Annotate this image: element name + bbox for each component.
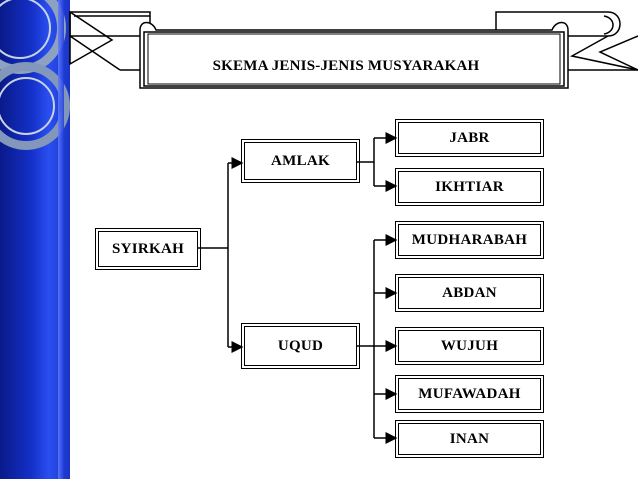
node-leaf-ikhtiar: IKHTIAR xyxy=(395,168,544,206)
node-leaf-mudharabah: MUDHARABAH xyxy=(395,221,544,259)
ring-ornament-middle-inner xyxy=(0,77,55,135)
title-scroll-banner xyxy=(69,10,638,89)
node-branch-amlak: AMLAK xyxy=(241,139,360,183)
node-leaf-wujuh: WUJUH xyxy=(395,327,544,365)
ring-ornament-top-inner xyxy=(0,0,51,59)
node-leaf-jabr: JABR xyxy=(395,119,544,157)
node-branch-uqud: UQUD xyxy=(241,323,360,369)
node-leaf-abdan: ABDAN xyxy=(395,274,544,312)
connectors xyxy=(198,132,398,444)
left-decorative-band xyxy=(0,0,70,479)
ring-ornament-middle xyxy=(0,62,70,150)
node-leaf-inan: INAN xyxy=(395,420,544,458)
diagram-title: SKEMA JENIS-JENIS MUSYARAKAH xyxy=(212,57,480,74)
node-leaf-mufawadah: MUFAWADAH xyxy=(395,375,544,413)
node-root: SYIRKAH xyxy=(95,228,201,270)
band-stripe xyxy=(58,0,64,479)
